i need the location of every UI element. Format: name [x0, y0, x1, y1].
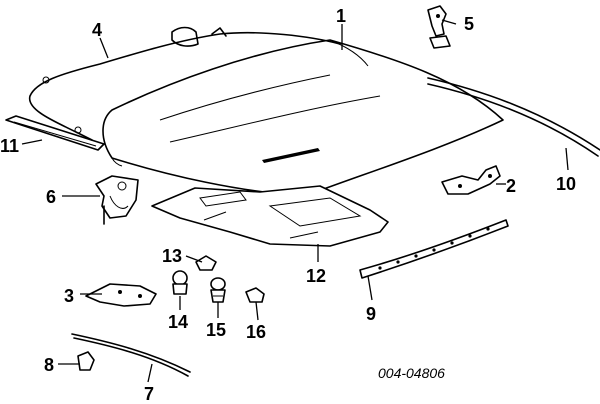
callout-12: 12 [306, 266, 326, 286]
callout-1: 1 [336, 6, 346, 26]
hood-panel-part [102, 39, 504, 197]
callout-3: 3 [64, 286, 74, 306]
hood-hinge-part [441, 165, 501, 195]
callout-9: 9 [366, 304, 376, 324]
hood-latch-part [427, 5, 451, 49]
callout-8: 8 [44, 355, 54, 375]
retainer-part [77, 351, 95, 371]
bumper-part [172, 270, 188, 295]
callout-13: 13 [162, 246, 182, 266]
callout-6: 6 [46, 187, 56, 207]
callout-10: 10 [556, 174, 576, 194]
callout-2: 2 [506, 176, 516, 196]
plug-part [245, 287, 265, 303]
clip-part [195, 255, 217, 271]
hood-seal-strip-part [5, 115, 105, 151]
latch-assembly-part [95, 175, 139, 225]
callout-7: 7 [144, 384, 154, 404]
callout-16: 16 [246, 322, 266, 342]
striker-bracket-part [85, 283, 157, 307]
drawing-number: 004-04806 [378, 365, 445, 381]
release-cable-part [29, 26, 341, 141]
callout-4: 4 [92, 20, 102, 40]
callout-11: 11 [0, 136, 19, 156]
callout-numbers: 1 2 3 4 5 6 7 8 9 10 11 12 13 14 15 16 [0, 6, 576, 404]
support-rod-part [71, 333, 191, 377]
grommet-part [210, 277, 226, 303]
hood-weatherstrip-part [427, 77, 600, 157]
molding-strip-part [359, 219, 509, 279]
leader-lines [21, 19, 569, 383]
callout-5: 5 [464, 14, 474, 34]
hood-insulator-part [151, 185, 389, 247]
callout-15: 15 [206, 320, 226, 340]
callout-14: 14 [168, 312, 188, 332]
